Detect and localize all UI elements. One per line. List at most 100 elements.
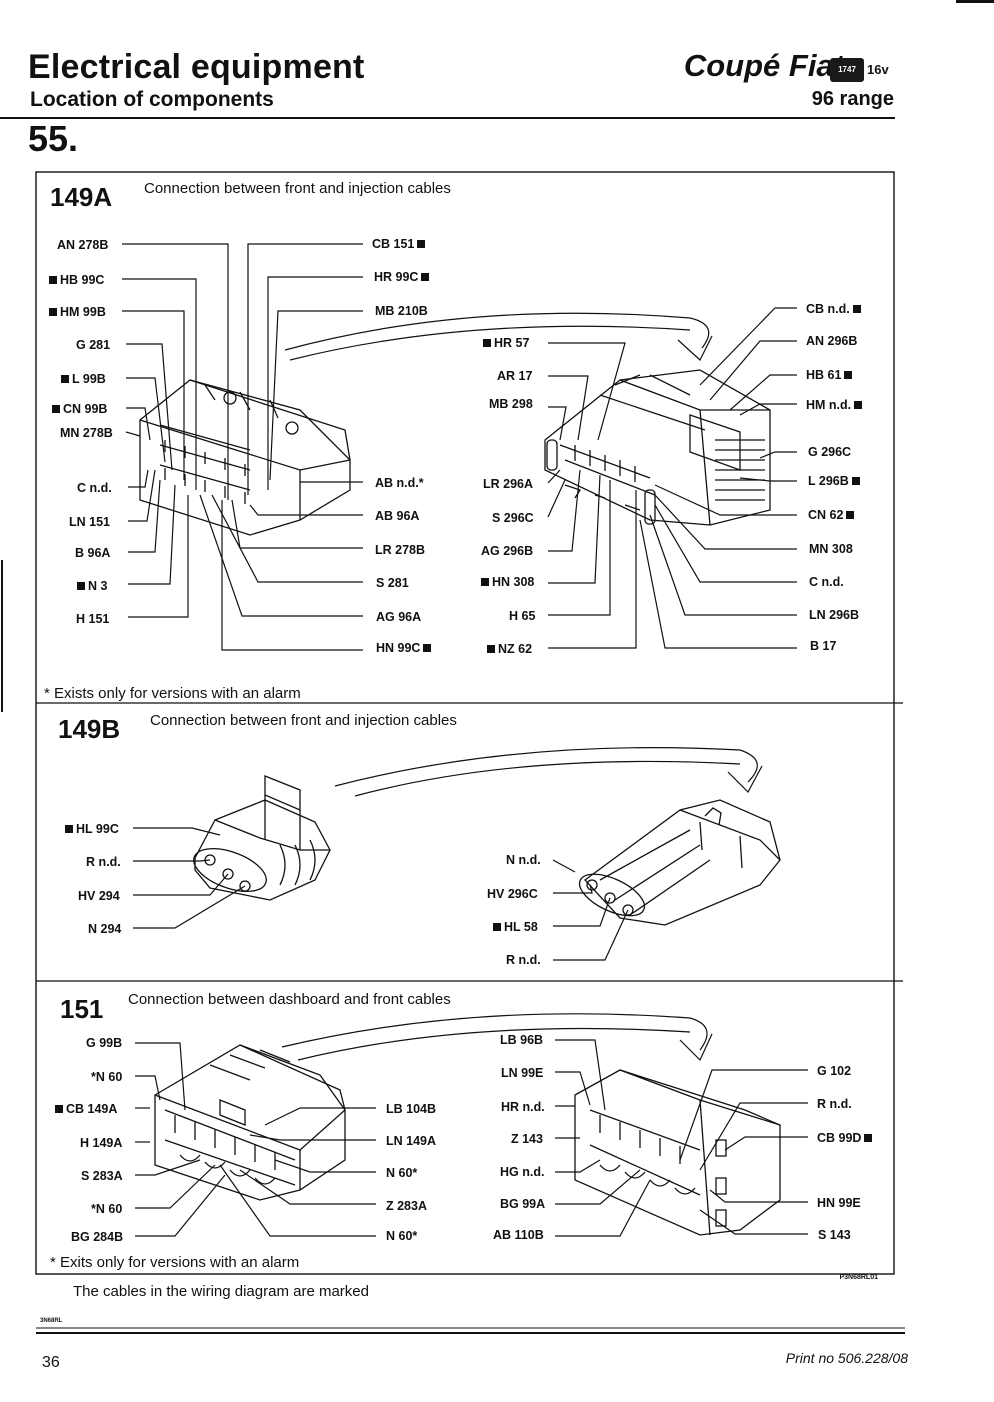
wire-label: *N 60 <box>91 1070 123 1084</box>
wire-label: HV 294 <box>78 889 120 903</box>
wire-label: HG n.d. <box>500 1165 545 1179</box>
wire-label: N 60* <box>386 1229 418 1243</box>
wire-label: C n.d. <box>809 575 844 589</box>
wire-label: AG 296B <box>481 544 534 558</box>
marked-square-icon <box>55 1105 63 1113</box>
wire-label: AB n.d.* <box>375 476 424 490</box>
connector-149a-right <box>544 369 771 526</box>
wire-label: HN 99E <box>817 1196 861 1210</box>
marked-square-icon <box>52 405 60 413</box>
wire-label-marked: HM 99B <box>46 305 106 319</box>
wire-label: MN 308 <box>809 542 853 556</box>
wire-label: N 294 <box>88 922 122 936</box>
callouts-151-right <box>555 1039 808 1237</box>
wire-label: Z 143 <box>511 1132 543 1146</box>
wire-label: S 281 <box>376 576 409 590</box>
wire-label-marked: HM n.d. <box>806 398 865 412</box>
wire-label-marked: NZ 62 <box>484 642 532 656</box>
wire-label: G 99B <box>86 1036 123 1050</box>
callouts-151-left <box>135 1042 376 1237</box>
wire-label: AN 296B <box>806 334 858 348</box>
marked-square-icon <box>493 923 501 931</box>
connector-149a-left <box>139 379 351 536</box>
marked-square-icon <box>65 825 73 833</box>
page-number: 36 <box>42 1354 60 1371</box>
wire-label-marked: L 99B <box>58 372 106 386</box>
connector-149b-left <box>193 775 331 901</box>
marked-square-icon <box>49 308 57 316</box>
marked-square-icon <box>423 644 432 652</box>
wire-label-marked: CB n.d. <box>806 302 864 316</box>
wire-label: G 102 <box>817 1064 852 1078</box>
section-code-151: 151 <box>60 994 104 1024</box>
wire-label-marked: HB 61 <box>806 368 855 382</box>
wire-label-marked: HN 308 <box>478 575 534 589</box>
wire-label: S 143 <box>818 1228 851 1242</box>
wire-label: MB 298 <box>489 397 533 411</box>
marked-square-icon <box>417 240 426 248</box>
brand-name: Coupé Fiat <box>683 48 844 83</box>
section-number: 55. <box>28 118 79 159</box>
callouts-149a-left <box>122 243 363 651</box>
marked-square-icon <box>421 273 430 281</box>
model-badge: 1747 16v <box>830 56 900 84</box>
wire-label: Z 283A <box>386 1199 427 1213</box>
callouts-149a-right <box>547 307 797 649</box>
wire-label: H 65 <box>509 609 536 623</box>
wire-label: AN 278B <box>57 238 109 252</box>
wire-label-marked: CB 99D <box>817 1131 875 1145</box>
wire-label: *N 60 <box>91 1202 123 1216</box>
wire-label: G 281 <box>76 338 111 352</box>
marked-square-icon <box>864 1134 873 1142</box>
marked-square-icon <box>481 578 489 586</box>
marked-square-icon <box>852 305 861 313</box>
wire-label-marked: CN 62 <box>808 508 857 522</box>
wire-label: G 296C <box>808 445 852 459</box>
wire-label: LN 149A <box>386 1134 437 1148</box>
wire-label-marked: HR 99C <box>374 270 432 284</box>
marked-square-icon <box>846 511 855 519</box>
wire-label: LR 296A <box>483 477 534 491</box>
model-range: 96 range <box>811 88 894 110</box>
wire-label: LR 278B <box>375 543 426 557</box>
connector-151-left <box>154 1044 346 1201</box>
callouts-149b-right <box>552 859 629 961</box>
wire-label: LN 99E <box>501 1066 544 1080</box>
wire-label-marked: CN 99B <box>49 402 107 416</box>
model-badge-text: 1747 <box>830 58 864 82</box>
wire-label: R n.d. <box>506 953 541 967</box>
wire-label: AG 96A <box>376 610 422 624</box>
page-subtitle: Location of components <box>30 88 274 111</box>
connector-151-right <box>574 1069 781 1236</box>
wire-label-marked: L 296B <box>808 474 863 488</box>
connector-149b-right <box>578 799 781 926</box>
marked-square-icon <box>854 401 863 409</box>
footnote-149a: * Exists only for versions with an alarm <box>44 685 301 702</box>
wire-label: B 96A <box>75 546 111 560</box>
wire-label: LB 96B <box>500 1033 544 1047</box>
print-number: Print no 506.228/08 <box>785 1350 908 1366</box>
wire-label: LN 151 <box>69 515 110 529</box>
wire-label-marked: HB 99C <box>46 273 104 287</box>
wire-label: R n.d. <box>817 1097 852 1111</box>
wire-label: N 60* <box>386 1166 418 1180</box>
arrow-149a <box>284 312 713 361</box>
wire-label-marked: N 3 <box>74 579 107 593</box>
section-desc-149a: Connection between front and injection c… <box>144 180 451 197</box>
wire-label: S 296C <box>492 511 534 525</box>
marked-square-icon <box>487 645 495 653</box>
section-desc-151: Connection between dashboard and front c… <box>128 991 451 1008</box>
wire-label: BG 284B <box>71 1230 124 1244</box>
arrow-151 <box>281 1013 713 1062</box>
wire-label: N n.d. <box>506 853 541 867</box>
marked-square-icon <box>49 276 57 284</box>
wire-label: S 283A <box>81 1169 123 1183</box>
wire-label: MN 278B <box>60 426 113 440</box>
diagram-code: P3N68RL01 <box>839 1274 878 1281</box>
section-code-149b: 149B <box>58 714 121 744</box>
marked-square-icon <box>61 375 69 383</box>
wire-label-marked: HL 58 <box>490 920 538 934</box>
wire-label-marked: HL 99C <box>62 822 119 836</box>
wire-label: C n.d. <box>77 481 112 495</box>
